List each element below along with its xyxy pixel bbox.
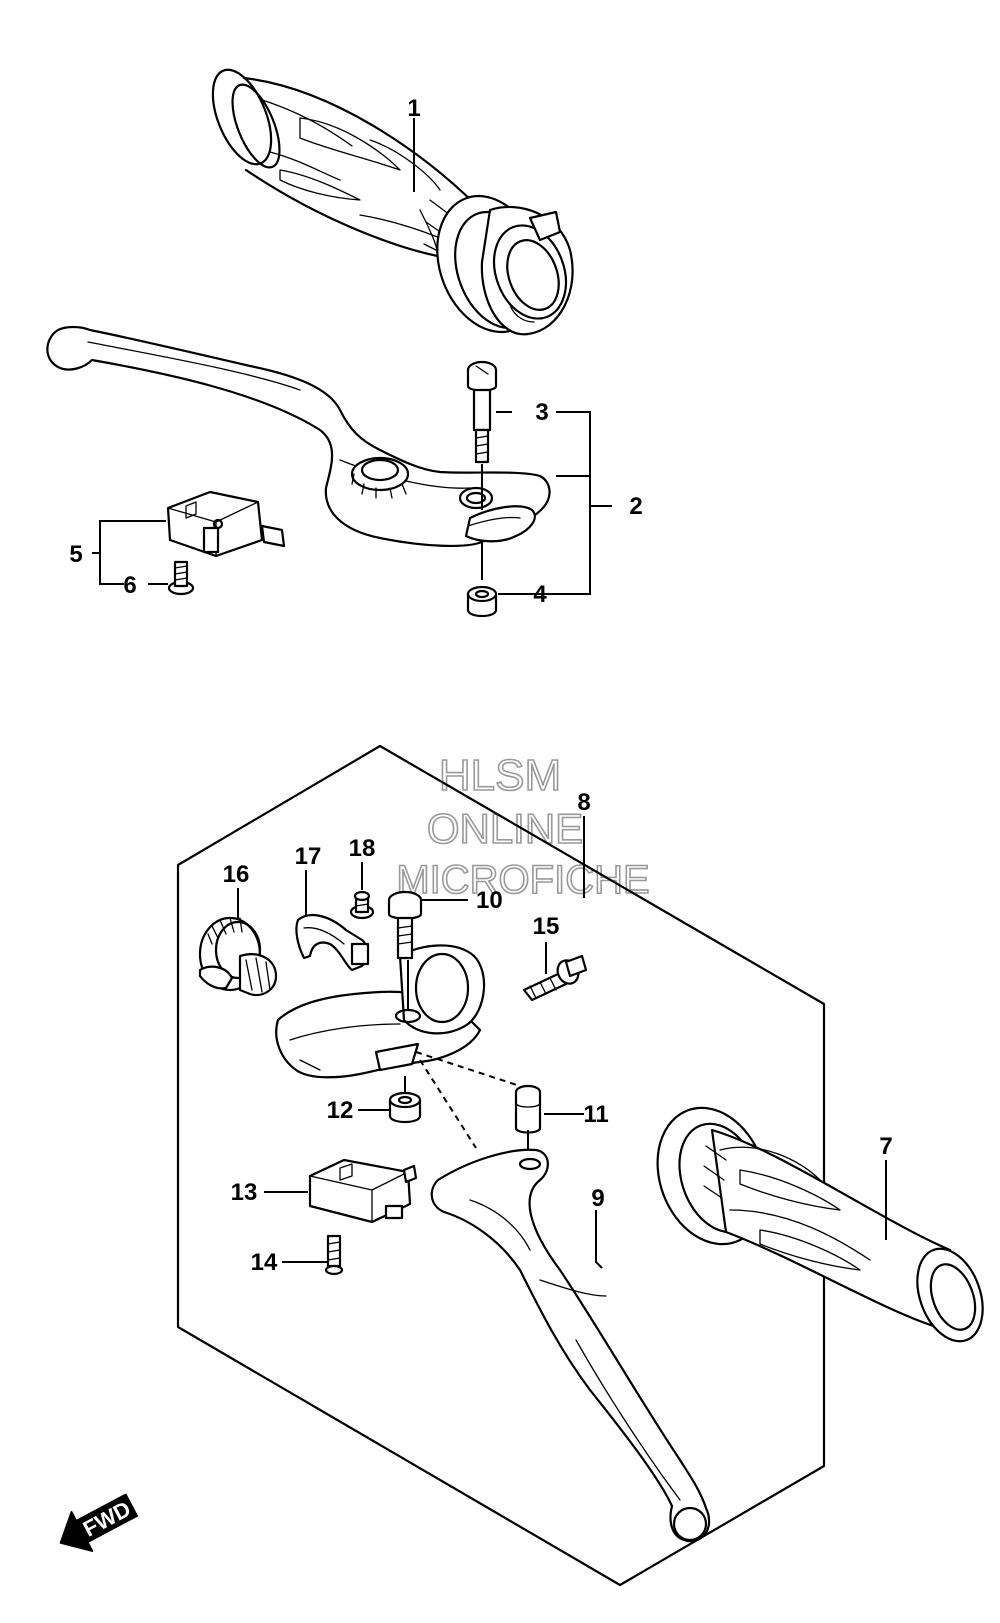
callout-1: 1: [407, 95, 420, 122]
adjuster-icon: [198, 916, 278, 997]
switch-screw-icon: [167, 560, 195, 596]
callout-10: 10: [476, 887, 503, 914]
callout-14: 14: [251, 1249, 278, 1276]
callout-8: 8: [577, 789, 590, 816]
leader-lines: [92, 118, 887, 1269]
cable-clip-icon: [295, 913, 370, 972]
watermark: HLSM ONLINE MICROFICHE: [396, 750, 651, 903]
callout-13: 13: [231, 1179, 258, 1206]
callout-5: 5: [69, 541, 82, 568]
collar-icon: [514, 1084, 542, 1134]
callout-17: 17: [295, 843, 322, 870]
clutch-lever-assembly-outline: [176, 744, 826, 1587]
callout-4: 4: [533, 581, 547, 608]
front-brake-lever-icon: [46, 325, 551, 547]
fwd-label: FWD: [79, 1496, 135, 1542]
callout-7: 7: [879, 1133, 892, 1160]
callout-6: 6: [123, 572, 136, 599]
watermark-line3: MICROFICHE: [396, 858, 649, 902]
holder-bolt-icon: [522, 954, 588, 1002]
callout-3: 3: [535, 399, 548, 426]
upper-grip-icon: [211, 68, 574, 336]
callout-16: 16: [223, 861, 250, 888]
callout-numbers: 1 2 3 4 5 6 7 8 9 10 11 12 13 14 15 16 1…: [69, 95, 892, 1276]
fwd-arrow-icon: FWD: [59, 1493, 138, 1552]
clutch-switch-icon: [308, 1158, 418, 1224]
clutch-nut-icon: [388, 1091, 422, 1124]
watermark-line1: HLSM: [439, 751, 561, 800]
clutch-lever-holder-icon: [275, 944, 486, 1079]
clip-screw-icon: [349, 890, 375, 920]
lower-grip-icon: [656, 1106, 984, 1343]
callout-12: 12: [327, 1097, 354, 1124]
clutch-pivot-bolt-icon: [387, 890, 423, 960]
callout-18: 18: [349, 835, 376, 862]
callout-15: 15: [533, 913, 560, 940]
watermark-line2: ONLINE: [427, 805, 583, 852]
callout-2: 2: [629, 493, 642, 520]
brake-switch-icon: [166, 490, 286, 558]
clutch-switch-screw-icon: [324, 1234, 344, 1276]
lever-nut-icon: [466, 585, 498, 618]
callout-11: 11: [583, 1101, 608, 1128]
clutch-lever-icon: [430, 1148, 711, 1543]
callout-9: 9: [591, 1185, 604, 1212]
lever-pivot-bolt-icon: [466, 360, 498, 464]
